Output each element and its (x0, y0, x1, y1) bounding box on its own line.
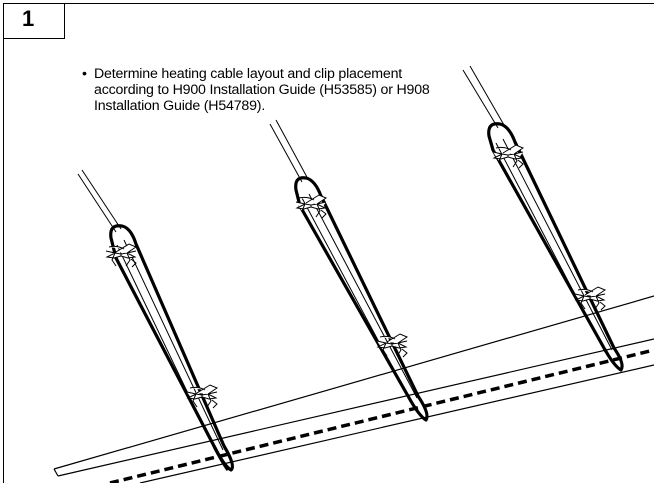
cable-loop-3 (462, 65, 624, 372)
roof-edge (53, 295, 654, 483)
step-number: 1 (22, 5, 35, 31)
step-number-box: 1 (3, 3, 65, 39)
gutter-cable-dashed (109, 348, 654, 483)
page-frame (3, 3, 654, 483)
cable-loop-1 (77, 169, 235, 472)
cable-loop-2 (269, 119, 429, 422)
instruction-item: Determine heating cable layout and clip … (82, 66, 434, 114)
instruction-list: Determine heating cable layout and clip … (82, 66, 434, 114)
